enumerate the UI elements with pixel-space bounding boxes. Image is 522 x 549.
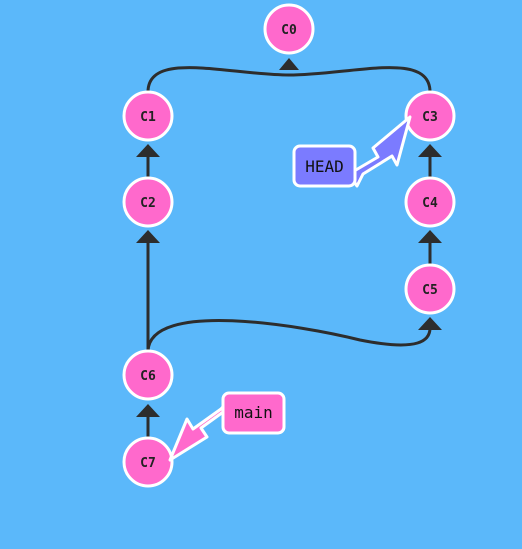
main-branch-ref[interactable]: main (168, 391, 286, 462)
arrowhead-c6 (136, 404, 160, 417)
main-arrow (168, 399, 232, 462)
commit-label: C5 (422, 283, 438, 298)
commit-c7[interactable]: C7 (122, 436, 174, 488)
edge-c1-c0 (146, 66, 290, 93)
head-ref[interactable]: HEAD (292, 115, 412, 188)
commit-c5[interactable]: C5 (404, 263, 456, 315)
arrowhead-c3 (418, 144, 442, 157)
commit-label: C0 (281, 23, 297, 38)
commit-c3[interactable]: C3 (404, 90, 456, 142)
commit-c1[interactable]: C1 (122, 90, 174, 142)
edge-c3-c0 (288, 66, 432, 93)
commit-label: C6 (140, 369, 156, 384)
edges (136, 58, 442, 438)
edge-c6-c5 (146, 319, 432, 352)
arrowhead-c5 (418, 317, 442, 330)
commit-c0[interactable]: C0 (263, 3, 315, 55)
arrowhead-c1 (136, 144, 160, 157)
head-arrow (347, 115, 412, 188)
main-box (221, 391, 286, 435)
main-label: main (234, 403, 273, 422)
arrowhead-c2 (136, 230, 160, 243)
arrowhead-c4 (418, 230, 442, 243)
head-label: HEAD (305, 157, 344, 176)
commit-label: C2 (140, 196, 156, 211)
head-box (292, 144, 357, 188)
commit-c4[interactable]: C4 (404, 176, 456, 228)
commit-label: C7 (140, 456, 156, 471)
commit-c2[interactable]: C2 (122, 176, 174, 228)
arrowhead-c0 (279, 58, 299, 70)
commit-label: C1 (140, 110, 156, 125)
commit-label: C4 (422, 196, 438, 211)
commits: C0 C1 C2 C3 C4 C5 (122, 3, 456, 488)
commit-label: C3 (422, 110, 438, 125)
commit-c6[interactable]: C6 (122, 349, 174, 401)
